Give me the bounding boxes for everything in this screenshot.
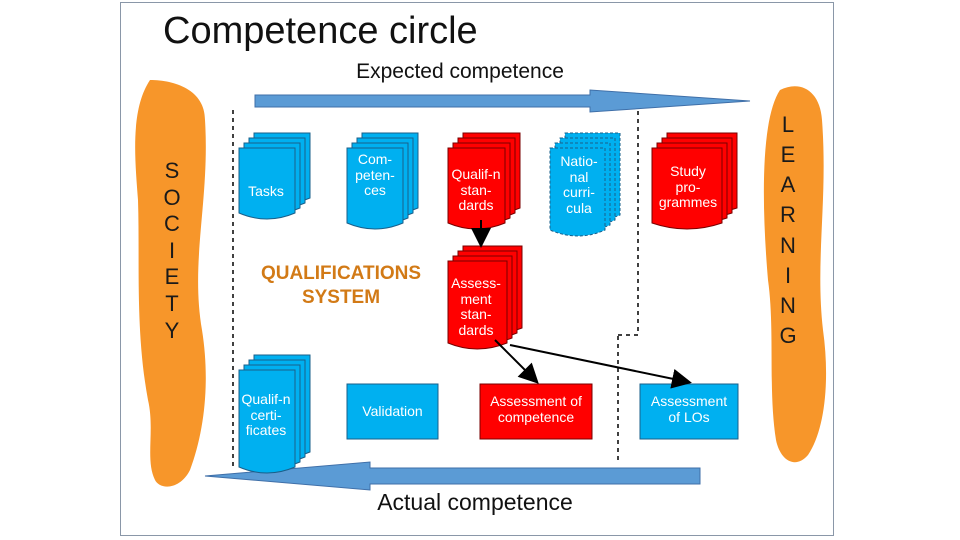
qualifications-system-label: QUALIFICATIONS SYSTEM <box>260 263 422 308</box>
society-letter: E <box>164 264 180 290</box>
competences-label: Com- peten- ces <box>355 151 395 199</box>
tasks-label: Tasks <box>248 183 284 199</box>
learning-letter: L <box>781 112 795 137</box>
actual-arrow <box>204 461 701 491</box>
learning-letter: R <box>780 202 796 228</box>
flow-arrows <box>471 220 692 389</box>
assessment-los-label: Assessment of LOs <box>650 393 728 425</box>
learning-letter: G <box>779 322 797 348</box>
validation-box[interactable] <box>346 383 439 440</box>
qualif-certificates-label: Qualif-n certi- ficates <box>241 391 291 439</box>
assessment-standards-label: Assess- ment stan- dards <box>451 275 501 339</box>
learning-letter: E <box>780 142 796 168</box>
study-programmes-label: Study pro- grammes <box>658 163 718 211</box>
assessment-los-box[interactable] <box>639 383 739 440</box>
qualif-certificates-document-stack[interactable] <box>238 354 311 474</box>
expected-competence-label: Expected competence <box>356 60 564 83</box>
slide-frame <box>120 2 834 536</box>
society-letter: S <box>164 158 180 183</box>
society-letter: O <box>163 184 181 210</box>
learning-letter: I <box>784 262 792 288</box>
tasks-document-stack[interactable] <box>238 132 311 220</box>
learning-blob <box>763 86 827 463</box>
study-programmes-document-stack[interactable] <box>651 132 738 230</box>
qualif-standards-document-stack[interactable] <box>447 132 521 230</box>
validation-label: Validation <box>362 403 423 419</box>
competences-document-stack[interactable] <box>346 132 419 230</box>
learning-letter: A <box>780 172 796 198</box>
actual-competence-label: Actual competence <box>377 489 573 515</box>
assessment-standards-document-stack[interactable] <box>447 245 523 350</box>
page-title: Competence circle <box>163 10 478 52</box>
assessment-competence-box[interactable] <box>479 383 593 440</box>
qualif-standards-label: Qualif-n stan- dards <box>451 166 501 214</box>
society-letter: Y <box>164 317 180 343</box>
society-blob <box>135 80 206 487</box>
society-letter: T <box>165 291 179 317</box>
learning-letter: N <box>780 232 796 258</box>
expected-arrow <box>254 89 751 113</box>
learning-letter: N <box>780 292 796 318</box>
society-letter: C <box>164 211 180 237</box>
dashed-dividers <box>232 110 639 470</box>
assessment-competence-label: Assessment of competence <box>490 393 582 425</box>
national-curricula-document-stack[interactable] <box>549 132 621 237</box>
society-letter: I <box>168 237 176 263</box>
national-curricula-label: Natio- nal curri- cula <box>560 153 598 217</box>
